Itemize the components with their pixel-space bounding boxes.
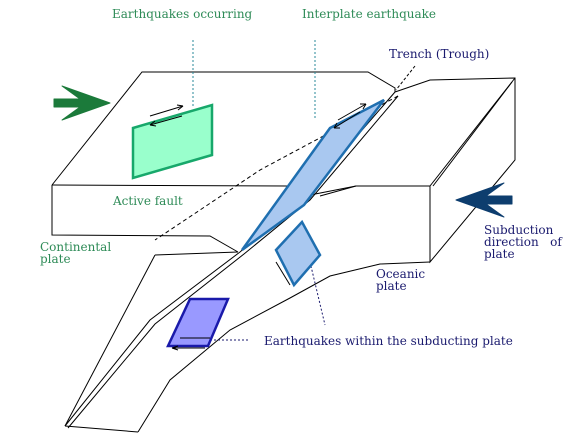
continental-plate-label: Continental plate [40,241,111,265]
intraslab-plane-lower [166,297,230,348]
subduction-line-2: direction of [484,235,562,249]
green-right-arrow-icon [53,85,111,121]
continental-wedge [64,254,156,427]
slab-upper-edge-2 [67,95,399,429]
subduction-line-3: plate [484,247,515,261]
interplate-earthquake-label: Interplate earthquake [302,7,437,21]
slab-lower-edge [64,425,139,433]
trench-label: Trench (Trough) [389,47,490,61]
fault-slip-arrow-upper [149,105,184,117]
navy-left-arrow-icon [455,182,513,218]
continental-plate-line-2: plate [40,252,71,266]
interplate-slip-arrow-2 [333,111,361,129]
active-fault-label: Active fault [113,194,183,208]
intraslab-plane-upper [274,219,322,288]
interplate-slip-arrow-1 [337,103,367,121]
continental-block-top [51,71,396,186]
oceanic-block-ridge-2 [432,81,513,187]
oceanic-plate-line-1: Oceanic [376,267,426,281]
intraslab-earthquakes-label: Earthquakes within the subducting plate [264,334,513,348]
active-fault-plane [131,103,214,180]
oceanic-plate-line-2: plate [376,279,407,293]
intraslab-dotted-guide [309,261,326,326]
oceanic-block-bottom [137,261,431,433]
fault-slip-arrow-lower [149,115,183,126]
intraslab-upper-slip [275,261,291,286]
earthquakes-occurring-label: Earthquakes occurring [112,7,253,21]
trench-dashed-guide [395,65,416,91]
slab-front [154,251,239,256]
oceanic-block-top [319,77,516,264]
subduction-direction-label: Subduction direction of plate [484,224,562,260]
continental-plate-line-1: Continental [40,240,112,254]
interplate-plane [240,98,385,252]
oceanic-plate-label: Oceanic plate [376,268,425,292]
subduction-line-1: Subduction [484,223,554,237]
